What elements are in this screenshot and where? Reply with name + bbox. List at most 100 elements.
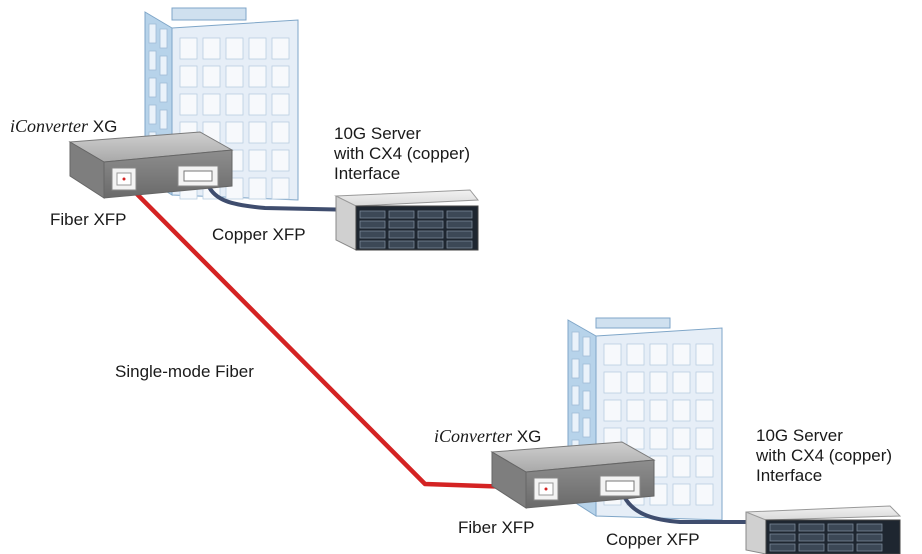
server-drive-bay bbox=[359, 230, 386, 239]
building-window bbox=[626, 427, 645, 450]
site-b-converter-label: iConverter XG bbox=[434, 426, 541, 447]
site-a-fiber-xfp-label: Fiber XFP bbox=[50, 210, 127, 229]
server-drive-bay bbox=[856, 543, 883, 552]
server-drive-bay bbox=[827, 523, 854, 532]
building-window bbox=[271, 93, 290, 116]
server-drive-bay bbox=[856, 523, 883, 532]
building-window bbox=[225, 37, 244, 60]
building-window bbox=[148, 23, 157, 44]
building-window bbox=[672, 483, 691, 506]
building-window bbox=[603, 399, 622, 422]
building-window bbox=[225, 93, 244, 116]
site-b-server bbox=[745, 505, 902, 554]
building-window bbox=[179, 37, 198, 60]
fiber-link-label: Single-mode Fiber bbox=[115, 362, 254, 381]
building-window bbox=[248, 121, 267, 144]
site-a-server-label-line2: with CX4 (copper) bbox=[334, 144, 471, 163]
building-window bbox=[582, 363, 591, 384]
building-window bbox=[148, 50, 157, 71]
building-window bbox=[672, 427, 691, 450]
building-window bbox=[571, 331, 580, 352]
building-window bbox=[626, 399, 645, 422]
site-b-server-label-line3: Interface bbox=[756, 466, 823, 485]
building-window bbox=[248, 37, 267, 60]
server-drive-bay bbox=[446, 220, 473, 229]
site-a-converter-model: XG bbox=[92, 117, 118, 136]
server-drive-bay bbox=[388, 210, 415, 219]
server-drive-bay bbox=[388, 230, 415, 239]
building-window bbox=[603, 343, 622, 366]
building-window bbox=[159, 28, 168, 49]
site-b-building bbox=[567, 317, 723, 521]
site-b-converter-brand: iConverter bbox=[434, 426, 512, 446]
building-window bbox=[695, 399, 714, 422]
building-window bbox=[179, 65, 198, 88]
server-drive-bay bbox=[827, 533, 854, 542]
building-window bbox=[179, 93, 198, 116]
site-a-converter-brand: iConverter bbox=[10, 116, 88, 136]
server-drive-bay bbox=[446, 240, 473, 249]
building-window bbox=[603, 371, 622, 394]
building-window bbox=[672, 371, 691, 394]
building-window bbox=[626, 371, 645, 394]
server-drive-bay bbox=[359, 210, 386, 219]
server-drive-bay bbox=[417, 230, 444, 239]
server-drive-bay bbox=[359, 240, 386, 249]
building-window bbox=[148, 104, 157, 125]
site-a-copper-xfp-label: Copper XFP bbox=[212, 225, 306, 244]
server-drive-bay bbox=[827, 543, 854, 552]
building-window bbox=[202, 65, 221, 88]
building-window bbox=[571, 358, 580, 379]
building-window bbox=[271, 121, 290, 144]
building-window bbox=[695, 483, 714, 506]
building-window bbox=[582, 417, 591, 438]
building-window bbox=[695, 371, 714, 394]
site-b-copper-xfp-label: Copper XFP bbox=[606, 530, 700, 549]
building-window bbox=[159, 109, 168, 130]
site-a-server-label-line1: 10G Server bbox=[334, 124, 421, 143]
building-window bbox=[626, 343, 645, 366]
site-b-fiber-xfp-label: Fiber XFP bbox=[458, 518, 535, 537]
site-a-copper-cable bbox=[206, 184, 361, 212]
building-window bbox=[695, 343, 714, 366]
building-window bbox=[571, 412, 580, 433]
server-drive-bay bbox=[388, 220, 415, 229]
site-b-server-label-line1: 10G Server bbox=[756, 426, 843, 445]
building-window bbox=[248, 149, 267, 172]
server-drive-bay bbox=[359, 220, 386, 229]
building-window bbox=[271, 37, 290, 60]
server-drive-bay bbox=[446, 230, 473, 239]
building-window bbox=[571, 385, 580, 406]
building-window bbox=[271, 149, 290, 172]
building-window bbox=[672, 399, 691, 422]
building-window bbox=[695, 455, 714, 478]
building-window bbox=[148, 77, 157, 98]
server-drive-bay bbox=[769, 533, 796, 542]
server-drive-bay bbox=[769, 543, 796, 552]
server-drive-bay bbox=[798, 523, 825, 532]
building-window bbox=[582, 390, 591, 411]
building-window bbox=[225, 65, 244, 88]
building-window bbox=[672, 343, 691, 366]
building-window bbox=[202, 93, 221, 116]
building-window bbox=[202, 37, 221, 60]
building-window bbox=[248, 93, 267, 116]
building-window bbox=[695, 427, 714, 450]
building-window bbox=[582, 336, 591, 357]
building-window bbox=[271, 177, 290, 200]
building-window bbox=[159, 55, 168, 76]
site-a-server bbox=[334, 189, 480, 251]
server-drive-bay bbox=[856, 533, 883, 542]
server-drive-bay bbox=[417, 220, 444, 229]
server-drive-bay bbox=[388, 240, 415, 249]
site-b-converter-model: XG bbox=[516, 427, 542, 446]
building-window bbox=[159, 82, 168, 103]
server-drive-bay bbox=[798, 533, 825, 542]
building-window bbox=[649, 399, 668, 422]
server-drive-bay bbox=[446, 210, 473, 219]
building-window bbox=[248, 65, 267, 88]
building-window bbox=[225, 121, 244, 144]
site-a-converter-label: iConverter XG bbox=[10, 116, 117, 137]
site-b-converter bbox=[490, 441, 656, 509]
